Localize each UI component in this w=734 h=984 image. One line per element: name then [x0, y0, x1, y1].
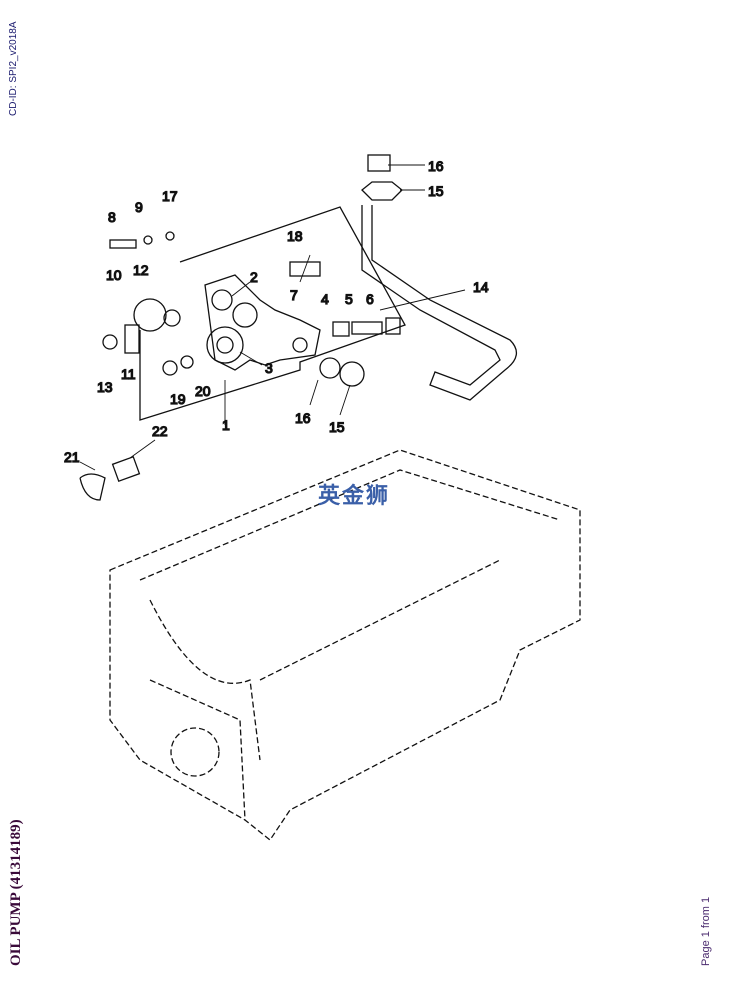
- oil-pipe-14: [361, 205, 517, 401]
- callout: 10: [106, 267, 122, 283]
- callout: 8: [108, 209, 116, 225]
- callout: 16: [295, 410, 311, 426]
- watermark: 英金狮: [318, 483, 391, 508]
- callout: 7: [290, 287, 298, 303]
- callout: 20: [195, 383, 211, 399]
- callout: 3: [265, 360, 273, 376]
- callout: 1: [222, 417, 230, 433]
- assembly-frame: [139, 206, 406, 421]
- callout: 4: [321, 291, 329, 307]
- callout-labels: 1 2 3 4 5 6 7 8 9 10 11 12 13 14 15 15 1…: [63, 157, 489, 465]
- callout: 12: [133, 262, 149, 278]
- callout: 14: [473, 279, 489, 295]
- callout: 21: [64, 449, 80, 465]
- callout: 2: [250, 269, 258, 285]
- callout: 5: [345, 291, 353, 307]
- callout: 19: [170, 391, 186, 407]
- callout: 15: [329, 419, 345, 435]
- callout: 22: [152, 423, 168, 439]
- circlip-21: [79, 473, 106, 501]
- callout: 11: [121, 366, 136, 382]
- callout: 9: [135, 199, 143, 215]
- callout: 16: [428, 158, 444, 174]
- page-title: OIL PUMP (41314189): [8, 819, 24, 966]
- callout: 6: [366, 291, 374, 307]
- callout: 18: [287, 228, 303, 244]
- page-number: Page 1 from 1: [700, 896, 712, 966]
- callout: 17: [162, 188, 178, 204]
- callout: 13: [97, 379, 113, 395]
- callout: 15: [428, 183, 444, 199]
- crankcase-sump: [109, 449, 581, 841]
- pump-body: [124, 274, 321, 371]
- bolt-8: [109, 239, 137, 249]
